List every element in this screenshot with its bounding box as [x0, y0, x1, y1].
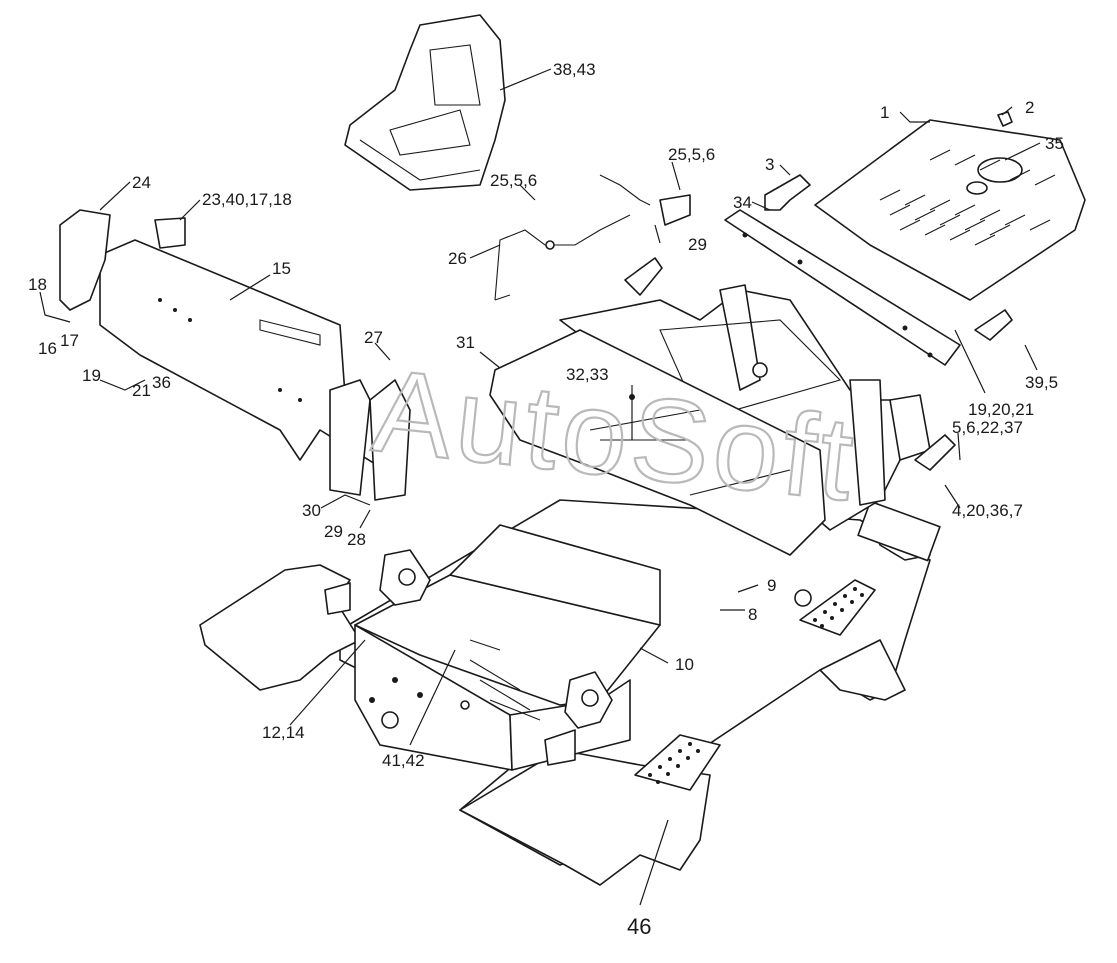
- callout-35: 35: [1045, 134, 1064, 153]
- callout-26: 26: [448, 249, 467, 268]
- operator-seat: [344, 14, 506, 191]
- callout-4-20-36-7: 4,20,36,7: [952, 501, 1023, 520]
- callout-32-33: 32,33: [566, 365, 609, 384]
- callout-36: 36: [152, 373, 171, 392]
- callout-3: 3: [765, 155, 774, 174]
- pivot-brackets: [324, 549, 613, 766]
- callout-9: 9: [767, 576, 776, 595]
- callout-30: 30: [302, 501, 321, 520]
- engine-cover: [489, 329, 826, 556]
- callout-25-5-6-right: 25,5,6: [668, 145, 715, 164]
- left-side-panel: [59, 209, 411, 501]
- callout-16: 16: [38, 339, 57, 358]
- callout-17: 17: [60, 331, 79, 350]
- support-bar: [724, 209, 961, 366]
- hinges: [624, 174, 1013, 471]
- callout-23-40-17-18: 23,40,17,18: [202, 190, 292, 209]
- callout-12-14: 12,14: [262, 723, 305, 742]
- callout-29-bottom: 29: [324, 522, 343, 541]
- callout-8: 8: [748, 605, 757, 624]
- foot-treads: [634, 579, 876, 791]
- callout-15: 15: [272, 259, 291, 278]
- callout-1: 1: [880, 103, 889, 122]
- rear-hood: [814, 111, 1086, 301]
- callout-34: 34: [733, 193, 752, 212]
- callout-18: 18: [28, 275, 47, 294]
- callout-2: 2: [1025, 98, 1034, 117]
- callout-10: 10: [675, 655, 694, 674]
- callout-28: 28: [347, 530, 366, 549]
- callout-46: 46: [627, 914, 651, 939]
- callout-19-left: 19: [82, 366, 101, 385]
- callout-25-5-6-left: 25,5,6: [490, 171, 537, 190]
- callout-29-top: 29: [688, 235, 707, 254]
- wire-harness: [494, 174, 691, 301]
- callout-27: 27: [364, 328, 383, 347]
- leader-lines: [39, 68, 1041, 906]
- callout-21: 21: [132, 381, 151, 400]
- callout-labels: 1 2 3 35 34 38,43 24 23,40,17,18 25,5,6 …: [28, 60, 1064, 939]
- callout-5-6-22-37: 5,6,22,37: [952, 418, 1023, 437]
- callout-19-20-21: 19,20,21: [968, 400, 1034, 419]
- callout-24: 24: [132, 173, 151, 192]
- callout-39-5: 39,5: [1025, 373, 1058, 392]
- front-console: [354, 624, 631, 771]
- callout-38-43: 38,43: [553, 60, 596, 79]
- callout-31: 31: [456, 333, 475, 352]
- callout-41-42: 41,42: [382, 751, 425, 770]
